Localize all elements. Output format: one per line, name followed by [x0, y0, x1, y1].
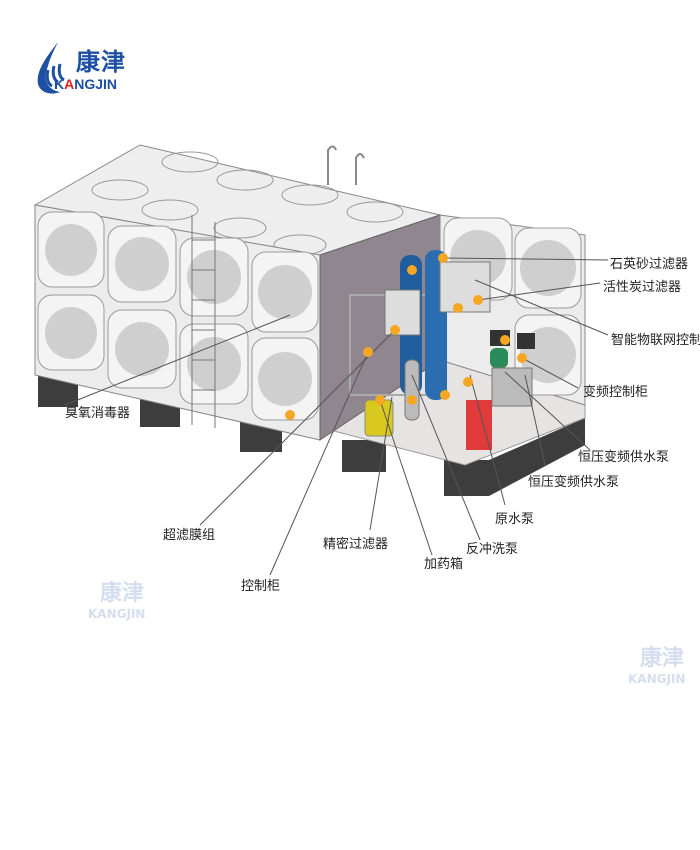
- iot-control-box: [439, 261, 491, 313]
- ladder: [191, 215, 216, 428]
- label-const-pressure-pump-1: 恒压变频供水泵: [578, 449, 669, 465]
- leader-lines: [64, 257, 609, 576]
- logo-english: KANGJIN: [54, 76, 118, 92]
- label-backwash-pump: 反冲洗泵: [466, 542, 518, 557]
- label-const-pressure-pump-2: 恒压变频供水泵: [528, 474, 619, 490]
- label-uf-membrane: 超滤膜组: [163, 528, 215, 543]
- label-control-cabinet: 控制柜: [241, 579, 280, 594]
- water-drop-logo-icon: [37, 42, 65, 94]
- label-iot-control: 智能物联网控制: [611, 333, 700, 348]
- label-dosing-tank: 加药箱: [424, 556, 463, 572]
- label-vfd-cabinet: 变频控制柜: [583, 384, 648, 400]
- label-quartz-sand-filter: 石英砂过滤器: [610, 257, 688, 272]
- marker-dots: [285, 253, 527, 420]
- watermark-logo: 康津 KANGJIN: [88, 581, 146, 621]
- label-ozone-disinfector: 臭氧消毒器: [65, 406, 130, 421]
- watermark-logo: 康津 KANGJIN: [628, 646, 686, 686]
- equipment: [349, 250, 535, 450]
- label-raw-water-pump: 原水泵: [495, 512, 534, 527]
- kangjin-logo: 康津 KANGJIN: [34, 40, 144, 100]
- tank-front-face: [34, 204, 321, 441]
- vent-pipes: [327, 145, 365, 185]
- logo-chinese: 康津: [76, 48, 126, 76]
- label-precision-filter: 精密过滤器: [323, 536, 388, 552]
- label-activated-carbon-filter: 活性炭过滤器: [603, 280, 681, 295]
- control-box: [384, 289, 421, 336]
